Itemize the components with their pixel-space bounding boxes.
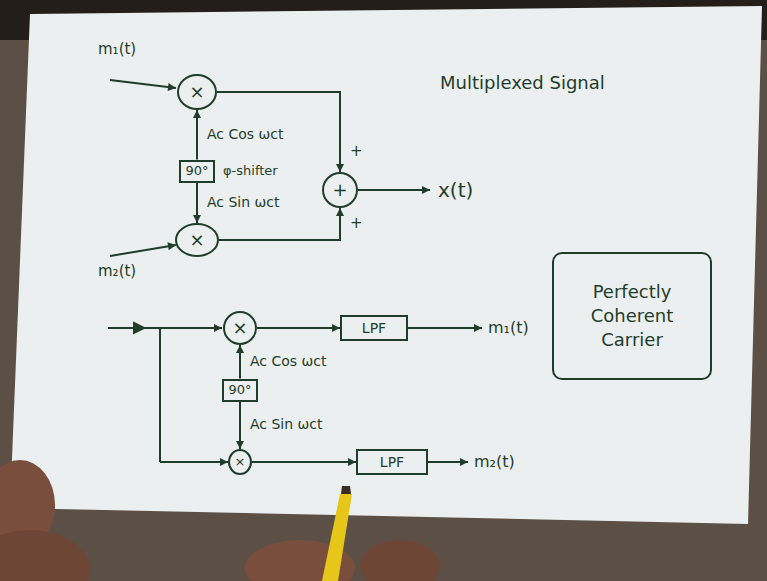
circle-outline [224, 312, 256, 344]
signal-name: x(t) [438, 178, 473, 202]
carrier-label: Ac Sin ωct [205, 194, 282, 211]
circle-outline [323, 173, 357, 207]
node-text: × [189, 230, 204, 251]
node-text: × [232, 318, 247, 339]
branch-wire [160, 327, 222, 329]
low-pass-filter-box: LPF [340, 315, 408, 341]
signal-name: m₁(t) [98, 40, 136, 58]
signal-wire [239, 402, 241, 450]
wire-arrowhead [134, 323, 144, 333]
signal-name: m₂(t) [474, 452, 515, 471]
note-text: Multiplexed Signal [440, 72, 605, 94]
node-text: 90° [185, 164, 208, 179]
low-pass-filter-box: LPF [356, 449, 428, 475]
carrier-label: Ac Cos ωct [205, 126, 285, 143]
adder-circle: + [322, 172, 358, 208]
pen-tip [341, 486, 351, 494]
circle-outline [176, 224, 218, 256]
multiplier-circle: × [223, 311, 257, 345]
split-wire [159, 328, 161, 462]
sign-mark: + [350, 214, 363, 232]
input-wire [110, 80, 176, 88]
node-text: × [189, 82, 204, 103]
carrier-label: Ac Cos ωct [248, 353, 328, 370]
hand [0, 530, 90, 581]
note-box: Perfectly Coherent Carrier [552, 252, 712, 380]
signal-wire [219, 208, 340, 240]
node-caption: φ-shifter [223, 164, 278, 179]
signal-wire [196, 183, 198, 224]
signal-name: m₁(t) [488, 318, 529, 337]
node-text: × [235, 455, 246, 470]
branch-wire [160, 461, 228, 463]
output-wire [408, 327, 482, 329]
input-wire [110, 245, 176, 256]
node-text: 90° [228, 383, 251, 398]
paper-sheet [10, 6, 762, 524]
output-wire [428, 461, 468, 463]
carrier-label: Ac Sin ωct [248, 416, 325, 433]
circle-outline [178, 75, 216, 109]
phase-shifter-box: 90°φ-shifter [179, 160, 215, 183]
multiplier-circle: × [175, 223, 219, 257]
circle-outline [229, 450, 251, 474]
signal-wire [257, 327, 340, 329]
node-text: LPF [362, 320, 386, 336]
signal-wire [239, 345, 241, 379]
output-wire [358, 189, 430, 191]
multiplier-circle: × [177, 74, 217, 110]
signal-wire [196, 110, 198, 160]
signal-name: m₂(t) [98, 262, 136, 280]
sign-mark: + [350, 142, 363, 160]
phase-shifter-box: 90° [222, 379, 258, 402]
node-text: LPF [380, 454, 404, 470]
pen [322, 494, 352, 581]
hand [360, 540, 440, 581]
signal-wire [252, 461, 356, 463]
node-text: Perfectly Coherent Carrier [582, 280, 682, 353]
node-text: + [332, 180, 347, 201]
multiplier-circle: × [228, 449, 252, 475]
